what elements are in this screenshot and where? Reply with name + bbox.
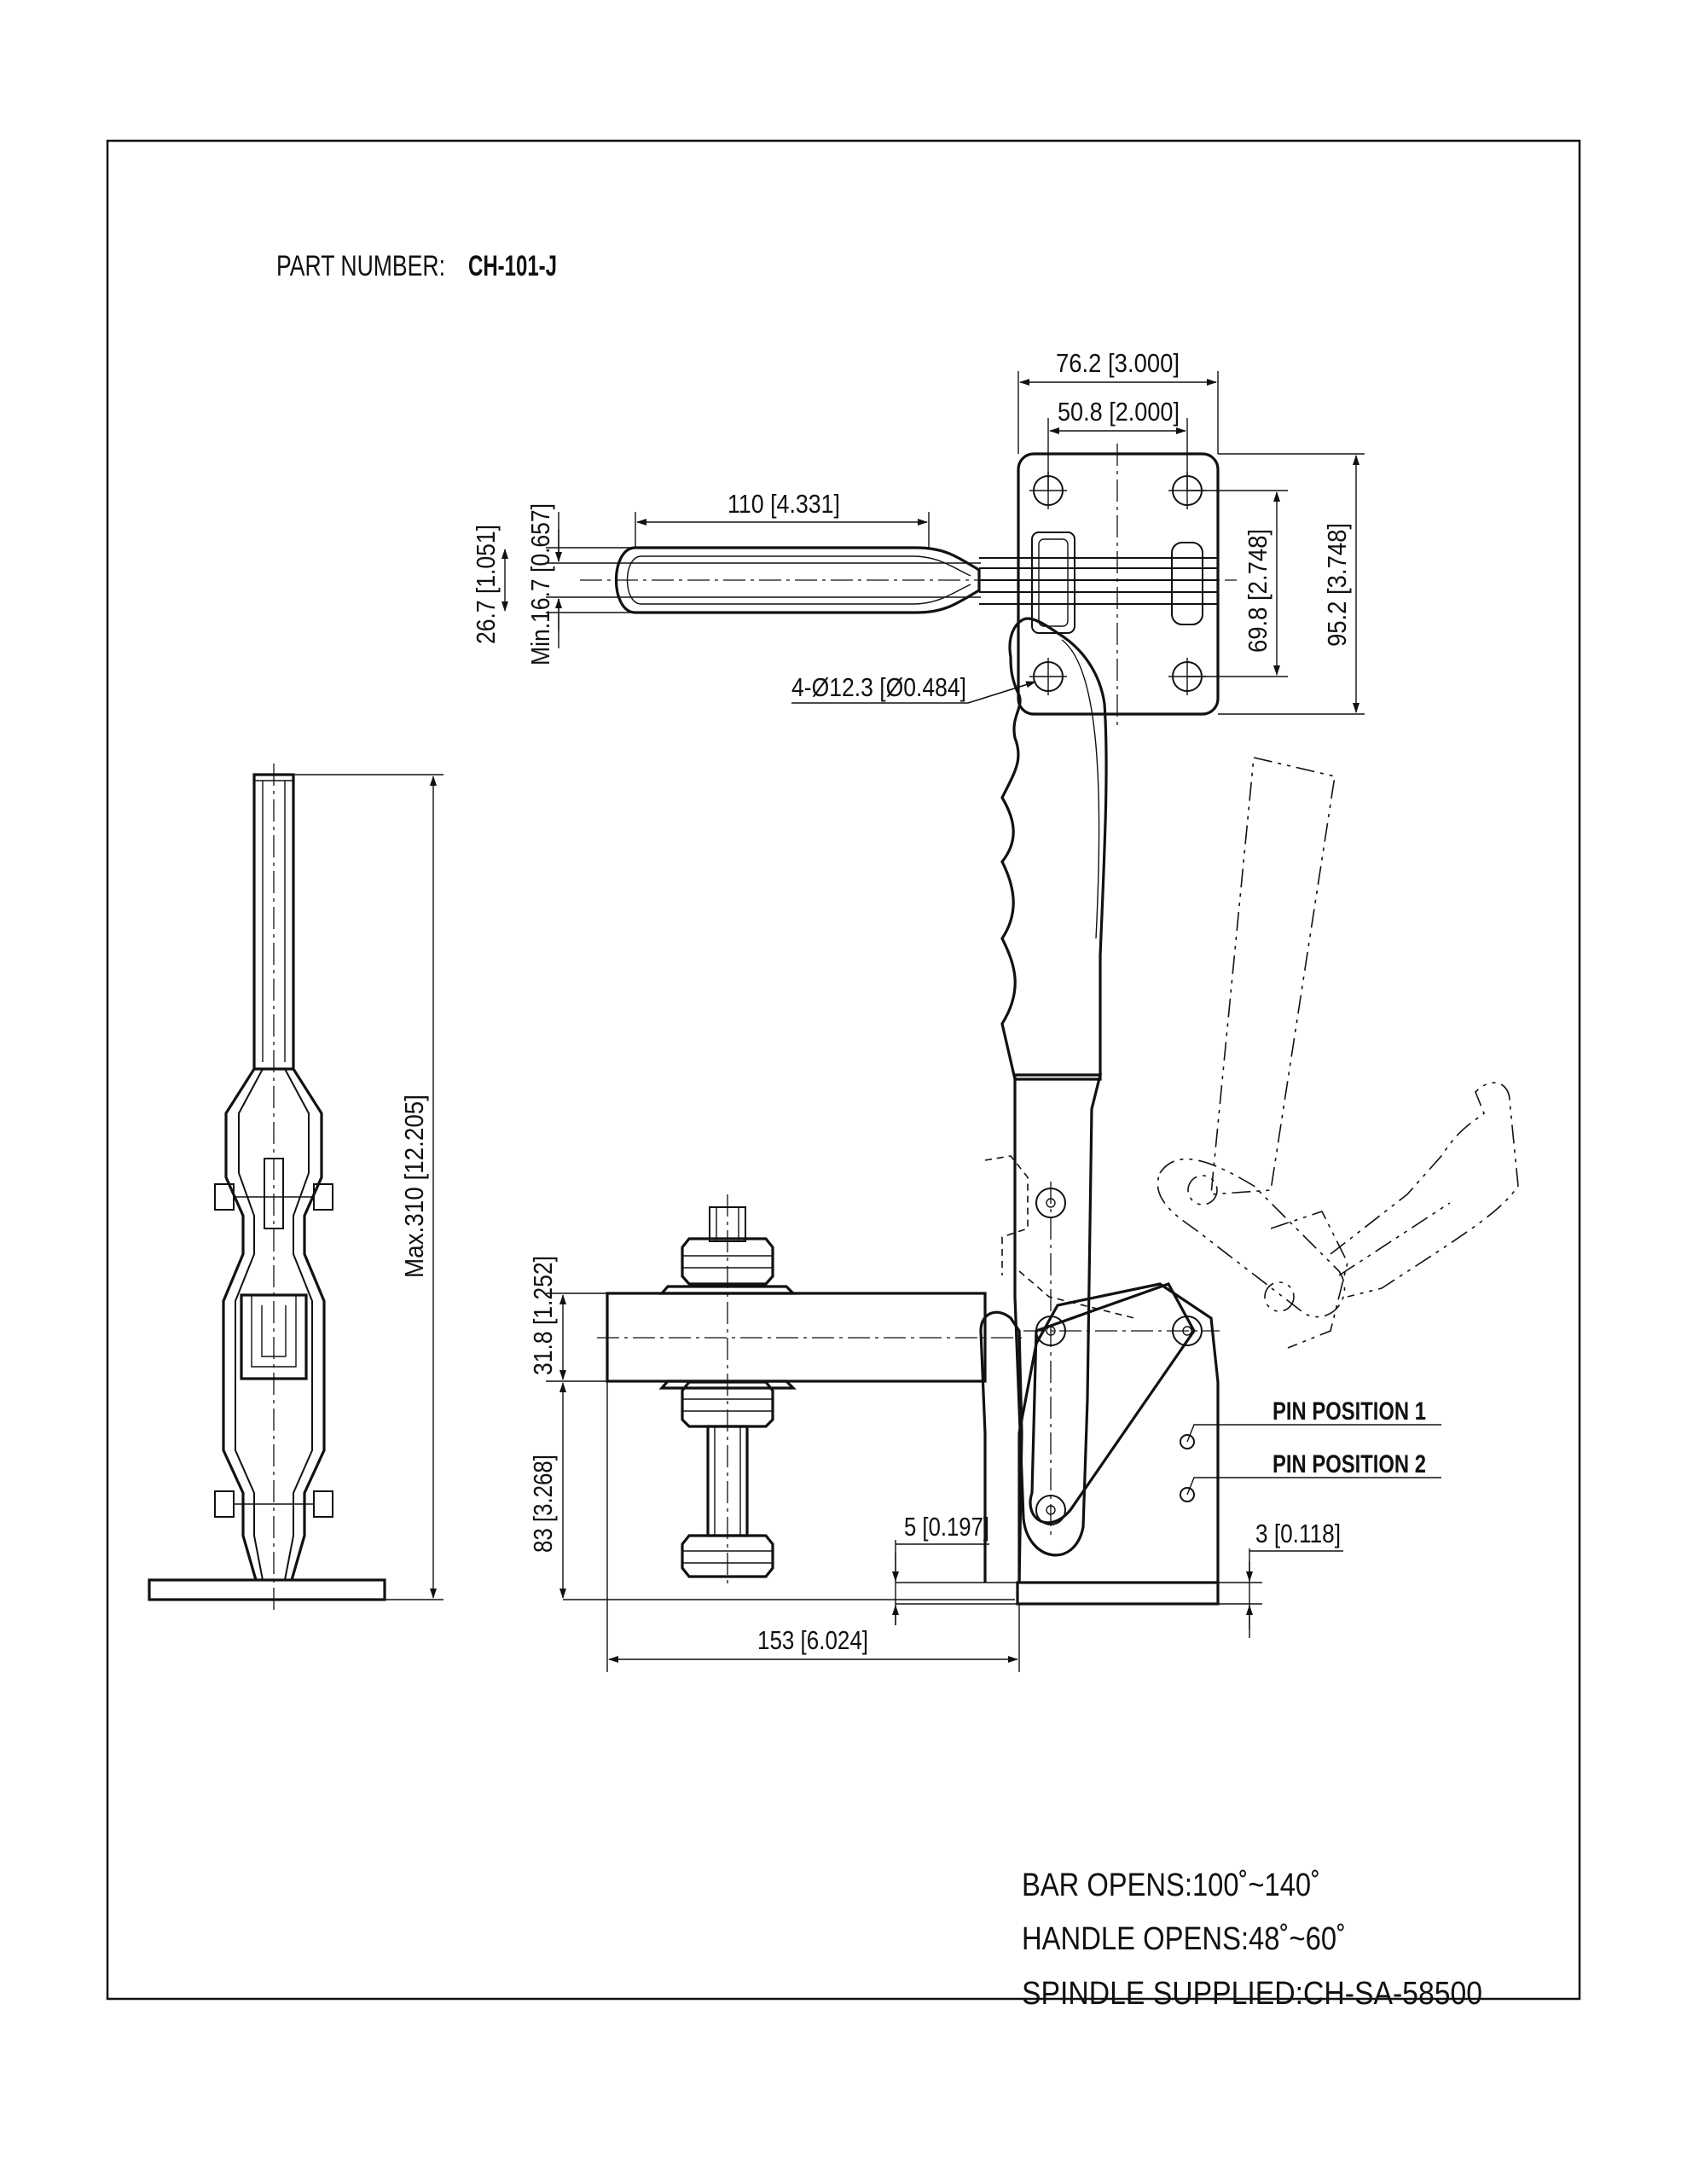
part-number-value: CH-101-J bbox=[468, 250, 557, 282]
dim-handle-width: 26.7 [1.051] bbox=[471, 525, 501, 644]
part-number-label: PART NUMBER: bbox=[276, 250, 445, 282]
note-bar-opens: BAR OPENS:100˚~140˚ bbox=[1022, 1867, 1320, 1903]
dim-top-width-overall: 76.2 [3.000] bbox=[1056, 348, 1180, 378]
dim-base-hole-spacing: 69.8 [2.748] bbox=[1243, 529, 1272, 653]
spindle bbox=[658, 1194, 797, 1587]
dim-base-offset-left: 5 [0.197] bbox=[904, 1512, 989, 1542]
dim-base-offset-right: 3 [0.118] bbox=[1255, 1519, 1341, 1548]
side-view-base bbox=[1016, 1581, 1220, 1606]
top-view-handle-grip bbox=[614, 546, 981, 614]
side-view: PIN POSITION 1 PIN POSITION 2 31.8 [1.25… bbox=[528, 617, 1519, 1672]
handle-grip bbox=[1000, 617, 1108, 1081]
pin-position-2: PIN POSITION 2 bbox=[1272, 1450, 1426, 1478]
end-view: Max.310 [12.205] bbox=[148, 764, 443, 1612]
sheet-border bbox=[106, 139, 1581, 2001]
pin-position-1: PIN POSITION 1 bbox=[1272, 1397, 1426, 1426]
dim-handle-width-min: Min.16.7 [0.657] bbox=[525, 503, 555, 665]
dim-top-hole-spacing: 50.8 [2.000] bbox=[1058, 397, 1180, 427]
end-view-base bbox=[148, 1578, 386, 1601]
notes: BAR OPENS:100˚~140˚ HANDLE OPENS:48˚~60˚… bbox=[1022, 1867, 1482, 2012]
dim-bar-reach: 153 [6.024] bbox=[757, 1625, 868, 1655]
note-handle-opens: HANDLE OPENS:48˚~60˚ bbox=[1022, 1921, 1346, 1957]
handle-lever bbox=[1013, 1073, 1103, 1557]
clamp-body bbox=[979, 1310, 1023, 1583]
dim-bar-thickness: 31.8 [1.252] bbox=[528, 1256, 558, 1375]
dim-base-height-overall: 95.2 [3.748] bbox=[1322, 523, 1352, 647]
dim-bar-height: 83 [3.268] bbox=[528, 1455, 558, 1553]
note-spindle: SPINDLE SUPPLIED:CH-SA-58500 bbox=[1022, 1976, 1482, 2012]
top-view: 76.2 [3.000] 50.8 [2.000] 110 [4.331] 26… bbox=[471, 348, 1365, 725]
phantom-open-handle bbox=[1157, 757, 1519, 1349]
top-view-base-plate bbox=[1017, 452, 1220, 716]
dim-mounting-holes: 4-Ø12.3 [Ø0.484] bbox=[791, 672, 966, 702]
dim-max-height: Max.310 [12.205] bbox=[399, 1095, 429, 1278]
dim-handle-grip-length: 110 [4.331] bbox=[728, 489, 840, 519]
